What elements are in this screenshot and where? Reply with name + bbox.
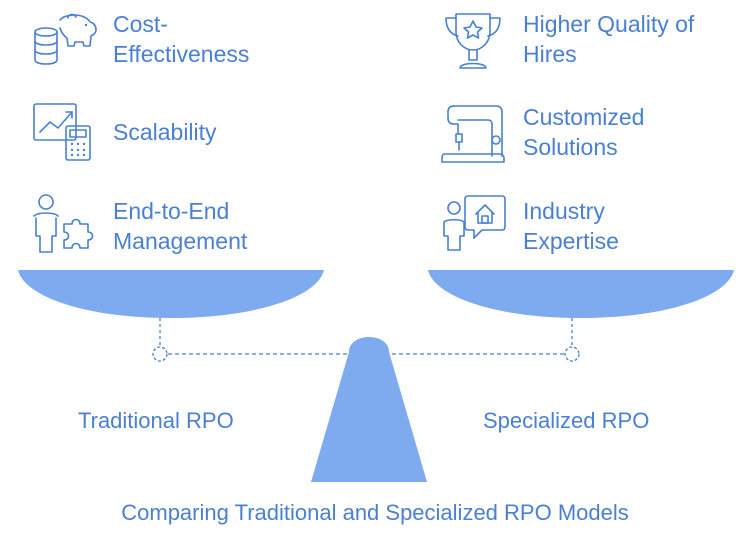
higher-quality-label: Higher Quality of Hires xyxy=(523,9,694,69)
end-to-end-line1: End-to-End xyxy=(113,198,230,224)
cost-effectiveness-line1: Cost- xyxy=(113,11,168,37)
cost-effectiveness-label: Cost- Effectiveness xyxy=(113,9,249,69)
end-to-end-line2: Management xyxy=(113,228,248,254)
customized-line1: Customized xyxy=(523,104,645,130)
trophy-star-icon xyxy=(445,13,501,69)
customized-solutions-label: Customized Solutions xyxy=(523,102,644,162)
end-to-end-management-label: End-to-End Management xyxy=(113,196,247,256)
scalability-label: Scalability xyxy=(113,117,217,147)
scalability-line1: Scalability xyxy=(113,119,217,145)
person-house-icon xyxy=(443,195,506,251)
right-pivot xyxy=(564,346,580,362)
left-pan xyxy=(18,270,324,318)
specialized-rpo-caption: Specialized RPO xyxy=(483,408,650,433)
higher-quality-line2: Hires xyxy=(523,41,577,67)
fulcrum xyxy=(311,337,427,482)
industry-expertise-label: Industry Expertise xyxy=(523,196,619,256)
traditional-rpo-caption: Traditional RPO xyxy=(78,408,234,433)
left-pivot xyxy=(152,346,168,362)
diagram-title: Comparing Traditional and Specialized RP… xyxy=(121,500,629,525)
coins-piggy-bank-icon xyxy=(34,13,97,65)
customized-line2: Solutions xyxy=(523,134,618,160)
industry-line1: Industry xyxy=(523,198,605,224)
right-pan xyxy=(428,270,734,318)
cost-effectiveness-line2: Effectiveness xyxy=(113,41,250,67)
chart-calculator-icon xyxy=(33,103,91,161)
higher-quality-line1: Higher Quality of xyxy=(523,11,695,37)
person-puzzle-icon xyxy=(33,194,94,253)
sewing-machine-icon xyxy=(441,105,505,163)
industry-line2: Expertise xyxy=(523,228,619,254)
